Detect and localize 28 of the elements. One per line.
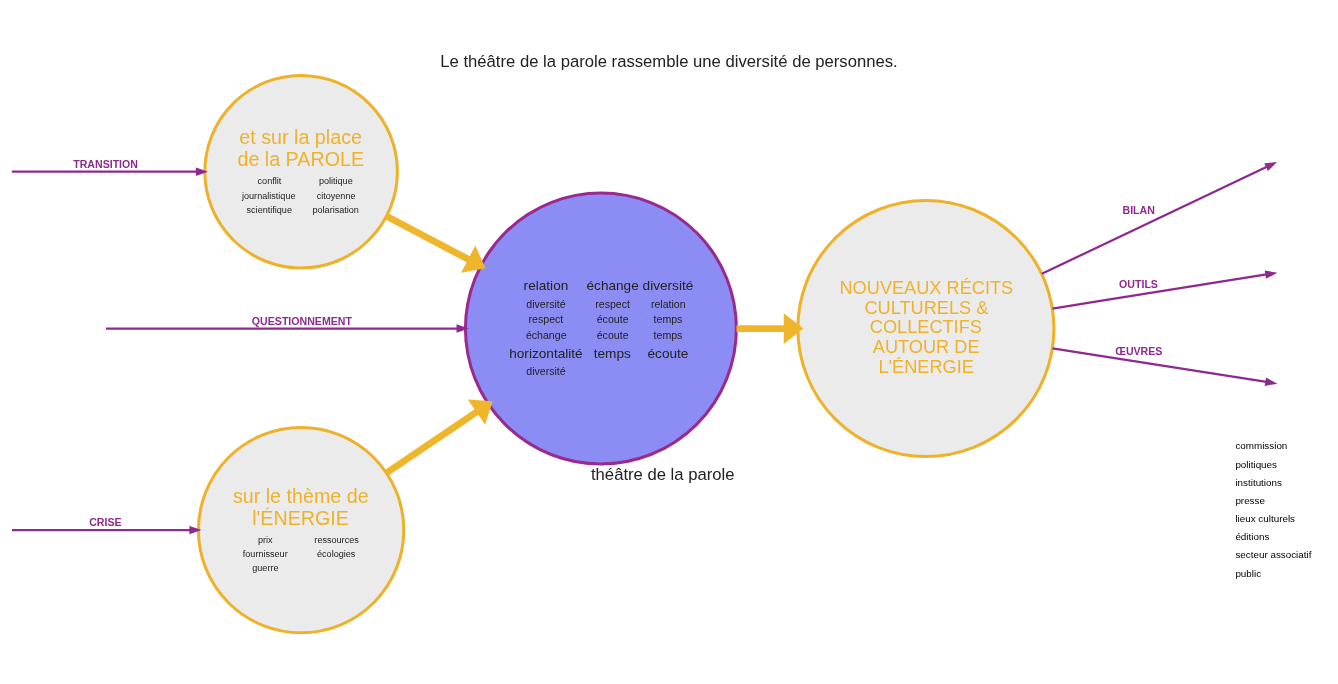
node-circle: NOUVEAUX RÉCITS CULTURELS & COLLECTIFS AUTOUR DE L'ÉNERGIE bbox=[796, 199, 1056, 459]
label: lieux culturels bbox=[1235, 513, 1296, 525]
edge-label: OUTILS bbox=[1119, 277, 1158, 290]
label: commission bbox=[1235, 440, 1288, 452]
arrow bbox=[1041, 161, 1278, 275]
edge-label: TRANSITION bbox=[73, 158, 138, 171]
label: secteur associatif bbox=[1235, 549, 1312, 561]
arrow bbox=[11, 525, 202, 535]
arrow bbox=[1052, 270, 1278, 310]
arrow bbox=[105, 324, 469, 333]
arrow bbox=[1052, 347, 1278, 386]
arrow bbox=[736, 313, 804, 344]
node-circle: sur le thème de l'ÉNERGIE prix ressources fournisseur écologies guerre bbox=[196, 425, 406, 635]
label: institutions bbox=[1235, 476, 1282, 488]
diagram-title: Le théâtre de la parole rassemble une diversité de personnes. bbox=[440, 52, 898, 72]
arrow bbox=[11, 167, 208, 176]
label: presse bbox=[1235, 494, 1265, 506]
label: éditions bbox=[1235, 531, 1270, 543]
label: politiques bbox=[1235, 458, 1277, 470]
arrow bbox=[385, 213, 486, 273]
node-circle: et sur la place de la PAROLE conflit politique journalistique citoyenne scientifique polarisation bbox=[203, 73, 399, 270]
edge-label: ŒUVRES bbox=[1115, 345, 1163, 358]
edge-label: QUESTIONNEMENT bbox=[251, 314, 352, 327]
label: public bbox=[1235, 567, 1262, 579]
edge-label: BILAN bbox=[1122, 203, 1155, 216]
arrow bbox=[384, 399, 493, 476]
node-label: théâtre de la parole bbox=[590, 465, 735, 485]
edge-label: CRISE bbox=[89, 516, 122, 529]
